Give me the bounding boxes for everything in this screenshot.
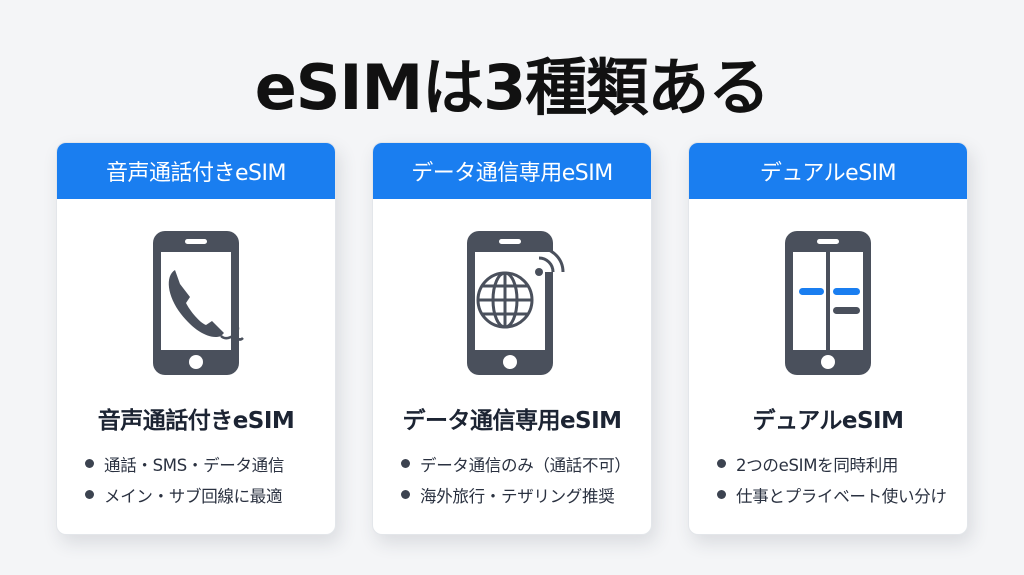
card-name: データ通信専用eSIM [402, 408, 622, 434]
feature-item: 通話・SMS・データ通信 [85, 448, 325, 479]
feature-item: 仕事とプライベート使い分け [717, 479, 957, 510]
card-header: データ通信専用eSIM [373, 143, 651, 199]
bullet-icon [401, 459, 410, 468]
card-header: デュアルeSIM [689, 143, 967, 199]
bullet-icon [717, 459, 726, 468]
bullet-icon [401, 490, 410, 499]
feature-item: メイン・サブ回線に最適 [85, 479, 325, 510]
feature-item: データ通信のみ（通話不可） [401, 448, 641, 479]
bullet-icon [85, 459, 94, 468]
feature-list: 2つのeSIMを同時利用 仕事とプライベート使い分け [717, 448, 957, 510]
bullet-icon [717, 490, 726, 499]
feature-list: 通話・SMS・データ通信 メイン・サブ回線に最適 [85, 448, 325, 510]
card-voice-esim: 音声通話付きeSIM 音声通話付きeSIM 通話・SMS・データ通信 メイン・サ… [56, 142, 336, 535]
card-name: デュアルeSIM [752, 408, 904, 434]
feature-list: データ通信のみ（通話不可） 海外旅行・テザリング推奨 [401, 448, 641, 510]
card-name: 音声通話付きeSIM [97, 408, 295, 434]
phone-call-icon [153, 231, 244, 375]
card-data-esim: データ通信専用eSIM データ通信専用eSIM データ通信のみ（通話不可） 海外… [372, 142, 652, 535]
phone-dual-screen-icon [785, 231, 871, 375]
card-header: 音声通話付きeSIM [57, 143, 335, 199]
feature-item: 2つのeSIMを同時利用 [717, 448, 957, 479]
bullet-icon [85, 490, 94, 499]
phone-globe-wifi-icon [467, 231, 565, 375]
card-dual-esim: デュアルeSIM デュアルeSIM 2つのeSIMを同時利用 仕事とプライベート… [688, 142, 968, 535]
page-title: eSIMは3種類ある [254, 51, 771, 124]
feature-item: 海外旅行・テザリング推奨 [401, 479, 641, 510]
